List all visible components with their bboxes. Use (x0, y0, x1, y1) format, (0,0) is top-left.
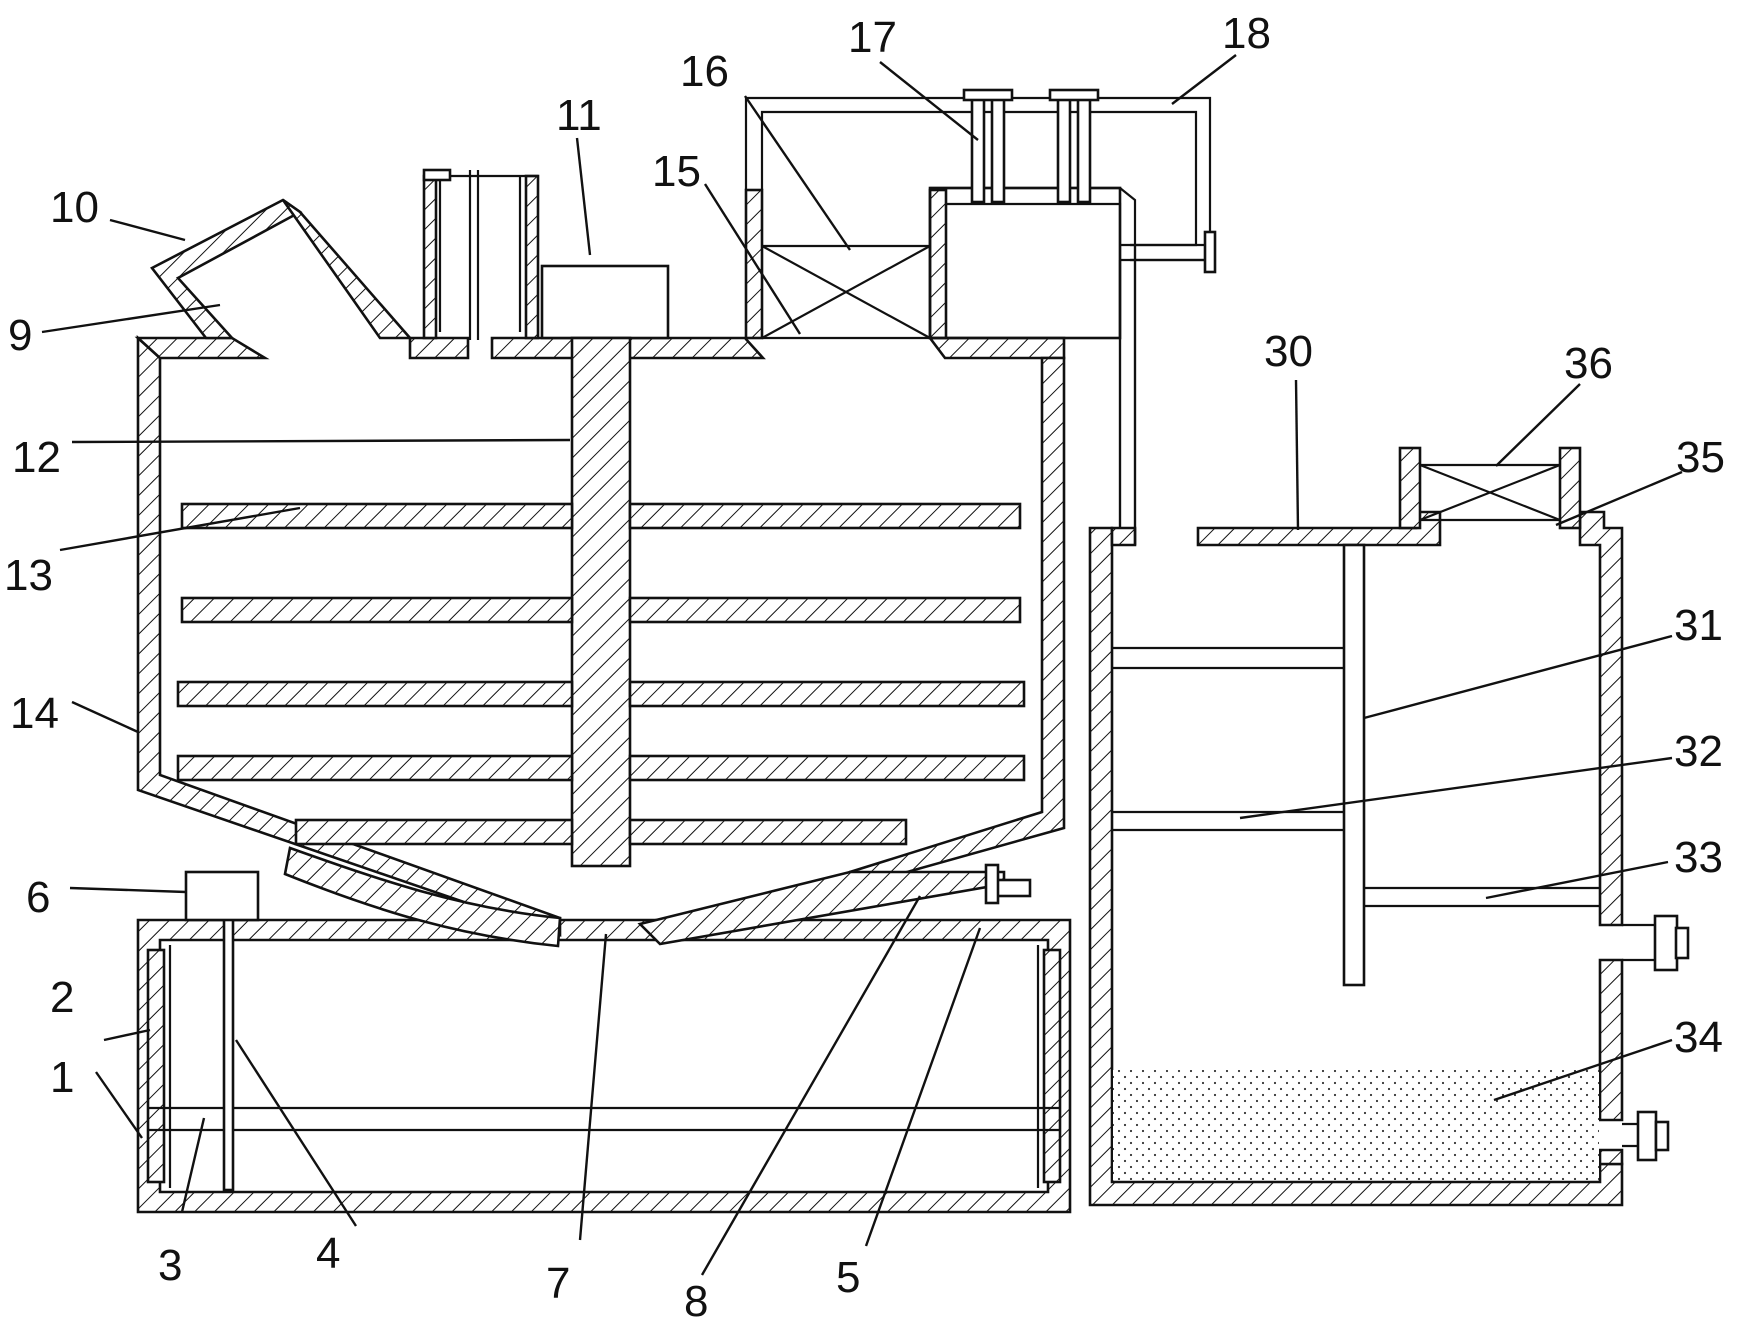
label-30: 30 (1264, 327, 1313, 376)
top-filter-housing (422, 168, 540, 340)
label-14: 14 (10, 689, 59, 738)
label-3: 3 (158, 1241, 182, 1290)
label-13: 13 (4, 551, 53, 600)
vertical-duct (928, 186, 1217, 545)
feed-hopper (150, 198, 413, 340)
label-2: 2 (50, 973, 74, 1022)
label-11: 11 (556, 91, 602, 140)
label-8: 8 (684, 1277, 708, 1323)
side-outlets (1622, 914, 1690, 1162)
label-12: 12 (12, 433, 61, 482)
stirring-blades (176, 502, 1026, 846)
label-7: 7 (546, 1259, 570, 1308)
stirring-motor (540, 264, 670, 340)
label-34: 34 (1674, 1013, 1723, 1062)
funnel-left (283, 846, 562, 948)
label-6: 6 (26, 873, 50, 922)
label-32: 32 (1674, 727, 1723, 776)
label-18: 18 (1222, 9, 1271, 58)
part-labels: 10 9 12 13 14 6 2 1 3 4 7 8 5 11 15 16 1… (4, 9, 1725, 1323)
baffle-assembly (1112, 543, 1600, 987)
leader-lines (41, 54, 1683, 1276)
vent-filter (744, 188, 948, 340)
label-1: 1 (50, 1053, 74, 1102)
base-box (136, 870, 1072, 1214)
label-15: 15 (652, 147, 701, 196)
label-31: 31 (1674, 601, 1723, 650)
label-33: 33 (1674, 833, 1723, 882)
sediment-layer (1113, 1070, 1599, 1180)
label-10: 10 (50, 183, 99, 232)
label-17: 17 (848, 13, 897, 62)
label-35: 35 (1676, 433, 1725, 482)
label-36: 36 (1564, 339, 1613, 388)
stirring-shaft (570, 336, 632, 868)
label-9: 9 (8, 311, 32, 360)
vent-filter-box (1398, 446, 1582, 530)
top-valves (962, 88, 1100, 204)
label-5: 5 (836, 1253, 860, 1302)
label-4: 4 (316, 1229, 340, 1278)
label-16: 16 (680, 47, 729, 96)
